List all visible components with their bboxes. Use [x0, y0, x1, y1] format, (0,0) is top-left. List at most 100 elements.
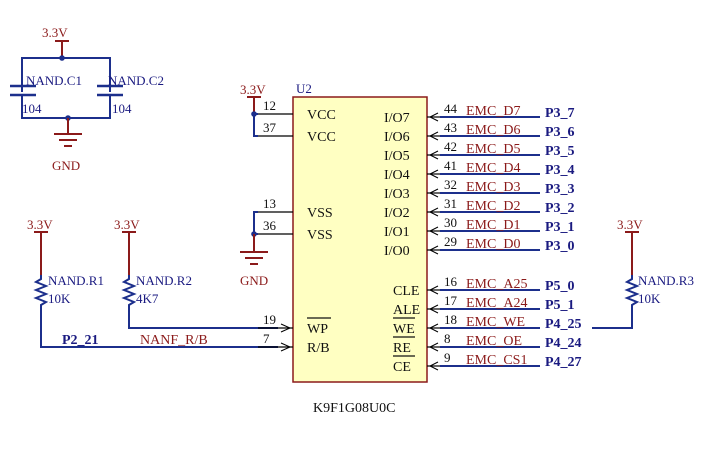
pin-name-we-18: WE [393, 322, 415, 337]
power-label-r1: 3.3V [27, 217, 53, 232]
r1-ref: NAND.R1 [48, 273, 104, 288]
junction-dot [59, 55, 65, 61]
chip-part-number: K9F1G08U0C [313, 401, 395, 416]
pin-arrow-i-o1-30 [428, 226, 439, 236]
net-label-emc-cs1: EMC_CS1 [466, 353, 527, 368]
net-label-emc-d5: EMC_D5 [466, 142, 520, 157]
port-p2-21: P2_21 [62, 333, 99, 348]
r1-value: 10K [48, 291, 71, 306]
pin-name-vcc-12: VCC [307, 108, 336, 123]
pin-number-cle-16: 16 [444, 274, 458, 289]
pin-name-i-o3-32: I/O3 [384, 187, 410, 202]
chip-body [292, 96, 428, 383]
vss-tie-wire [253, 211, 258, 235]
power-label-vcc: 3.3V [240, 82, 266, 97]
vcc-tie-wire [253, 114, 258, 137]
port-label-p3-3: P3_3 [545, 182, 575, 197]
pin-name-vcc-37: VCC [307, 130, 336, 145]
wp-wire [128, 309, 278, 329]
port-label-p4-25: P4_25 [545, 317, 582, 332]
net-label-emc-d4: EMC_D4 [466, 161, 520, 176]
pin-arrow-ale-17 [428, 304, 439, 314]
pin-number-wp-19: 19 [263, 312, 276, 327]
pin-name-vss-13: VSS [307, 206, 333, 221]
pin-arrow-wp-19 [280, 323, 292, 333]
pin-arrow-i-o4-41 [428, 169, 439, 179]
resistor-r3-zigzag [624, 275, 640, 309]
pin-arrow-r-b-7 [280, 342, 292, 352]
pin-number-vss-36: 36 [263, 218, 277, 233]
pin-arrow-i-o7-44 [428, 112, 439, 122]
power-label-r2: 3.3V [114, 217, 140, 232]
pin-name-i-o4-41: I/O4 [384, 168, 410, 183]
rb-wire [40, 309, 278, 348]
net-label-emc-a24: EMC_A24 [466, 296, 527, 311]
pin-name-cle-16: CLE [393, 284, 419, 299]
pin-name-wp-19: WP [307, 322, 328, 337]
net-label-emc-d6: EMC_D6 [466, 123, 520, 138]
pin-number-i-o3-32: 32 [444, 177, 457, 192]
pin-number-vcc-12: 12 [263, 98, 276, 113]
port-label-p3-0: P3_0 [545, 239, 575, 254]
resistor-r1-zigzag [33, 275, 49, 309]
pin-number-r-b-7: 7 [263, 331, 270, 346]
pin-name-i-o7-44: I/O7 [384, 111, 410, 126]
pin-arrow-i-o6-43 [428, 131, 439, 141]
we-pullup-wire [592, 309, 633, 329]
port-label-p3-2: P3_2 [545, 201, 575, 216]
r3-ref: NAND.R3 [638, 273, 694, 288]
pin-arrow-i-o0-29 [428, 245, 439, 255]
net-label-emc-d0: EMC_D0 [466, 237, 520, 252]
r3-value: 10K [638, 291, 661, 306]
junction-dot [251, 111, 257, 117]
decoupling-capacitors: 3.3V NAND.C1 NAND.C2 104 104 GND [10, 25, 164, 173]
net-label-emc-d7: EMC_D7 [466, 104, 520, 119]
pin-name-ale-17: ALE [393, 303, 420, 318]
port-label-p5-1: P5_1 [545, 298, 575, 313]
port-label-p3-1: P3_1 [545, 220, 575, 235]
port-label-p3-7: P3_7 [545, 106, 575, 121]
port-label-p4-24: P4_24 [545, 336, 582, 351]
cap-top-wire [21, 57, 111, 92]
pin-number-i-o1-30: 30 [444, 215, 457, 230]
port-label-p4-27: P4_27 [545, 355, 582, 370]
net-label-emc-we: EMC_WE [466, 315, 525, 330]
pin-arrow-i-o5-42 [428, 150, 439, 160]
pin-number-vss-13: 13 [263, 196, 276, 211]
pin-arrow-i-o3-32 [428, 188, 439, 198]
pin-number-ce-9: 9 [444, 350, 451, 365]
cap2-ref: NAND.C2 [108, 73, 164, 88]
pin-number-vcc-37: 37 [263, 120, 277, 135]
cap1-value: 104 [22, 101, 42, 116]
pin-number-i-o4-41: 41 [444, 158, 457, 173]
pin-number-i-o2-31: 31 [444, 196, 457, 211]
pin-name-i-o6-43: I/O6 [384, 130, 410, 145]
cap2-value: 104 [112, 101, 132, 116]
pullup-resistors: 3.3V NAND.R1 10K P2_21 NANF_R/B 3.3V NAN… [27, 217, 694, 348]
power-label-r3: 3.3V [617, 217, 643, 232]
power-label-caps: 3.3V [42, 25, 68, 40]
net-label-emc-oe: EMC_OE [466, 334, 522, 349]
pin-arrow-cle-16 [428, 285, 439, 295]
pin-name-re-8: RE [393, 341, 411, 356]
pin-name-ce-9: CE [393, 360, 411, 375]
pin-number-ale-17: 17 [444, 293, 458, 308]
pin-number-i-o0-29: 29 [444, 234, 457, 249]
chip-power-wiring: 3.3V GND [240, 82, 268, 288]
port-label-p3-4: P3_4 [545, 163, 575, 178]
net-label-emc-a25: EMC_A25 [466, 277, 527, 292]
chip-u2: U2 K9F1G08U0C [292, 81, 428, 416]
pin-name-r-b-7: R/B [307, 341, 330, 356]
port-label-p3-6: P3_6 [545, 125, 575, 140]
r2-ref: NAND.R2 [136, 273, 192, 288]
pin-name-i-o1-30: I/O1 [384, 225, 410, 240]
pin-number-re-8: 8 [444, 331, 451, 346]
pin-name-i-o5-42: I/O5 [384, 149, 410, 164]
pin-number-i-o6-43: 43 [444, 120, 457, 135]
resistor-r2-zigzag [121, 275, 137, 309]
cap1-ref: NAND.C1 [26, 73, 82, 88]
pin-number-we-18: 18 [444, 312, 457, 327]
net-label-emc-d2: EMC_D2 [466, 199, 520, 214]
